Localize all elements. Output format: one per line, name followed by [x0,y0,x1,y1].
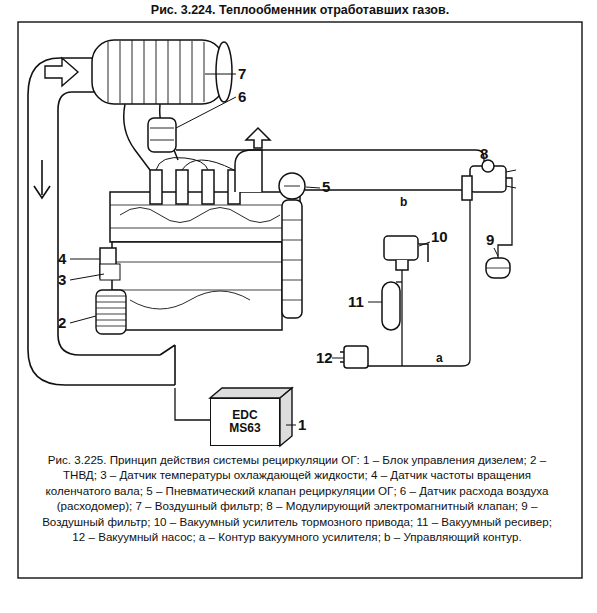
air-duct [124,104,178,170]
node-text: EDC MS63 [223,409,267,435]
callout-number: 5 [322,179,330,195]
leader-line [205,74,236,75]
leader-line [332,358,344,359]
vacuum-line [401,262,402,366]
air-filter [216,42,232,102]
callout-number: 6 [238,89,246,105]
vacuum-filter [486,258,510,278]
ecu-housing [210,388,292,398]
egr-valve [279,173,305,199]
vacuum-pump [344,346,368,368]
callout-number: 12 [316,350,333,366]
figure-caption: Рис. 3.225. Принцип действия системы рец… [36,452,558,544]
leader-line [368,302,382,303]
callout-number: 10 [431,229,448,245]
cylinder-head [120,208,280,223]
vacuum-filter [486,268,510,269]
injection-pump [96,296,126,326]
leader-line [70,259,100,260]
vacuum-pump [340,352,344,362]
vacuum-pump [340,346,368,368]
egr-valve [282,200,302,318]
injection-pump [96,290,126,334]
exhaust-outlet [235,150,262,192]
egr-valve [279,173,305,318]
air-duct [124,104,178,170]
air-duct [150,128,174,140]
air-filter [92,40,224,104]
engine-block [100,264,120,280]
vacuum-line [396,281,402,282]
leader-line [70,74,498,425]
vacuum-filter [486,258,510,278]
injection-pump [96,290,126,334]
callout-number: 7 [238,66,246,82]
ecu-wire [175,388,210,420]
callout-number: 1 [298,417,306,433]
callout-number: b [400,194,407,210]
cylinder-head [202,170,214,204]
leader-line [306,187,320,188]
ecu-housing [210,388,292,446]
solenoid-valve [462,160,516,200]
brake-booster [396,244,428,270]
engine-block [130,291,250,309]
cylinder-head [110,158,300,243]
vacuum-line [176,150,484,168]
exhaust-outlet [246,128,270,148]
figure-title: Рис. 3.224. Теплообменник отработавших г… [60,3,540,17]
callout-number: а [436,350,443,366]
egr-valve [284,186,300,187]
brake-booster [384,236,418,260]
leader-line [419,242,430,246]
leader-line [494,248,498,256]
intake-pipe [160,345,175,385]
callout-number: 2 [58,315,66,331]
vacuum-receiver [382,282,400,330]
inlet-arrow [45,58,78,86]
ecu-box: EDC MS63 [210,398,280,446]
callout-number: 9 [486,232,494,248]
brake-booster [384,236,428,270]
figure-frame [18,22,582,578]
egr-valve [282,220,302,300]
figure-frame [18,22,582,578]
cylinder-head [150,170,162,204]
cylinder-head [110,205,300,228]
engine-block [112,262,282,290]
inlet-arrow [45,58,78,86]
solenoid-valve [506,170,516,188]
vacuum-receiver [382,282,400,330]
leader-line [70,316,96,323]
leader-line [176,97,236,128]
leader-line [70,274,104,280]
ecu-wire [175,388,210,420]
engine-block [100,242,282,330]
callout-number: 8 [480,146,488,162]
air-duct [148,118,176,152]
engine-block [112,242,282,330]
cylinder-head [156,158,234,171]
air-filter [108,40,204,104]
callout-number: 4 [58,251,66,267]
callout-number: 11 [348,294,364,310]
ecu-housing [280,388,292,446]
intake-pipe [34,160,50,198]
solenoid-valve [462,176,472,200]
callout-number: 3 [58,272,66,288]
vacuum-line [366,200,470,366]
air-filter [92,40,232,104]
leader-line [286,425,296,426]
cylinder-head [176,170,188,204]
exhaust-outlet [235,128,270,192]
vacuum-line [176,150,512,366]
